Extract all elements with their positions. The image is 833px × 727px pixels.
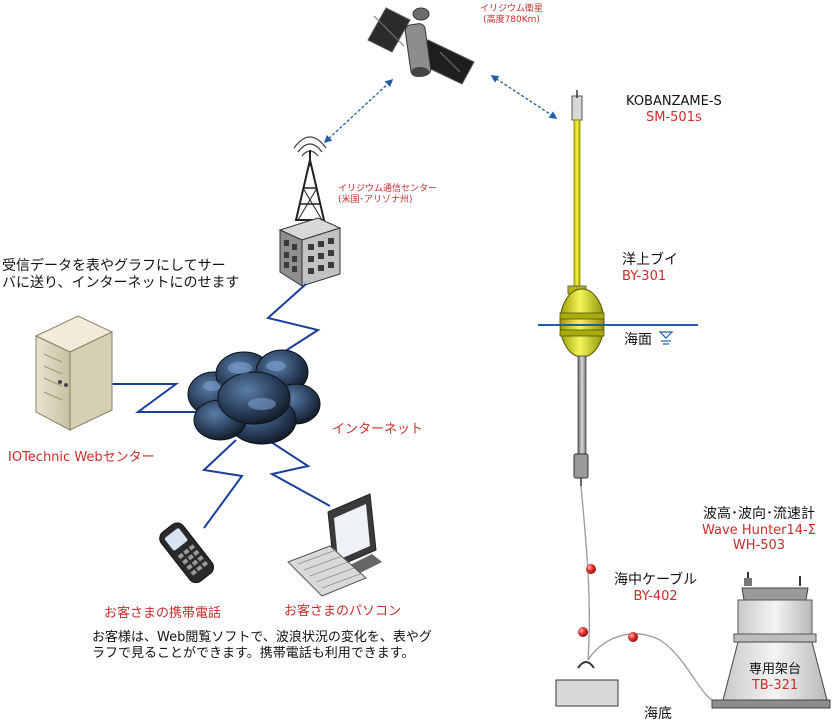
sensor-name: KOBANZAME-S — [626, 94, 722, 109]
server-note-line-1: 受信データを表やグラフにしてサー — [2, 258, 226, 274]
ground-station-location: (米国･アリゾナ州) — [338, 194, 413, 205]
phone-label: お客さまの携帯電話 — [104, 606, 222, 621]
server-note-line-2: バに送り、インターネットにのせます — [2, 274, 240, 291]
cable-float-3 — [628, 632, 638, 642]
seabed-label: 海底 — [644, 706, 672, 722]
internet-pc-wire — [267, 439, 331, 507]
satellite-altitude: (高度780Km) — [483, 14, 540, 25]
buoy-name: 洋上ブイ — [622, 252, 678, 268]
station-internet-wire — [261, 283, 321, 367]
underwater-cable-line — [580, 485, 721, 705]
cell-phone-icon — [159, 522, 215, 584]
web-center-label: IOTechnic Webセンター — [8, 450, 155, 465]
anchor-weight-icon — [555, 661, 619, 707]
wave-meter-label: 波高･波向･流速計 Wave Hunter14-Σ WH-503 — [702, 506, 816, 554]
cable-name: 海中ケーブル — [614, 572, 698, 588]
mount-model: TB-321 — [751, 677, 799, 693]
ground-station-label: イリジウム通信センター (米国･アリゾナ州) — [338, 184, 437, 206]
ground-station-title: イリジウム通信センター — [338, 184, 438, 194]
mount-name: 専用架台 — [748, 662, 801, 677]
wave-meter-model: WH-503 — [732, 538, 786, 554]
wave-meter-title: 波高･波向･流速計 — [702, 506, 815, 522]
buoy-model: BY-301 — [622, 268, 667, 284]
internet-cloud-icon — [187, 349, 321, 445]
satellite-ground-link-arrow — [323, 78, 394, 144]
web-server-icon — [34, 315, 114, 431]
internet-phone-wire — [201, 439, 244, 529]
cable-model: BY-402 — [633, 588, 678, 604]
buoy-assembly-icon — [559, 90, 605, 486]
customer-note-line-2: ラフで見ることができます。携帯電話も利用できます。 — [92, 645, 415, 661]
sensor-model: SM-501s — [646, 109, 702, 125]
sensor-label: KOBANZAME-S SM-501s — [626, 94, 722, 125]
ground-station-icon — [278, 136, 342, 287]
pc-label: お客さまのパソコン — [284, 604, 402, 619]
server-note: 受信データを表やグラフにしてサー バに送り、インターネットにのせます — [2, 258, 239, 292]
internet-label: インターネット — [332, 422, 424, 437]
satellite-title: イリジウム衛星 — [480, 4, 544, 14]
customer-note-line-1: お客様は、Web閲覧ソフトで、波浪状況の変化を、表やグ — [92, 630, 432, 645]
buoy-label: 洋上ブイ BY-301 — [622, 252, 678, 284]
sea-surface-label: 海面 — [624, 332, 652, 348]
water-level-icon — [658, 331, 674, 345]
server-internet-wire — [112, 383, 196, 413]
customer-note: お客様は、Web閲覧ソフトで、波浪状況の変化を、表やグ ラフで見ることができます… — [92, 630, 432, 661]
mount-label: 専用架台 TB-321 — [738, 662, 812, 693]
cable-float-1 — [586, 564, 596, 574]
cable-label: 海中ケーブル BY-402 — [614, 572, 697, 604]
personal-computer-icon — [287, 493, 382, 597]
satellite-buoy-link-arrow — [490, 75, 558, 119]
wave-meter-name: Wave Hunter14-Σ — [702, 522, 816, 538]
satellite-icon — [367, 7, 475, 85]
cable-float-2 — [578, 627, 588, 637]
wave-meter-mount-icon — [711, 572, 831, 709]
satellite-label: イリジウム衛星 (高度780Km) — [480, 4, 543, 26]
